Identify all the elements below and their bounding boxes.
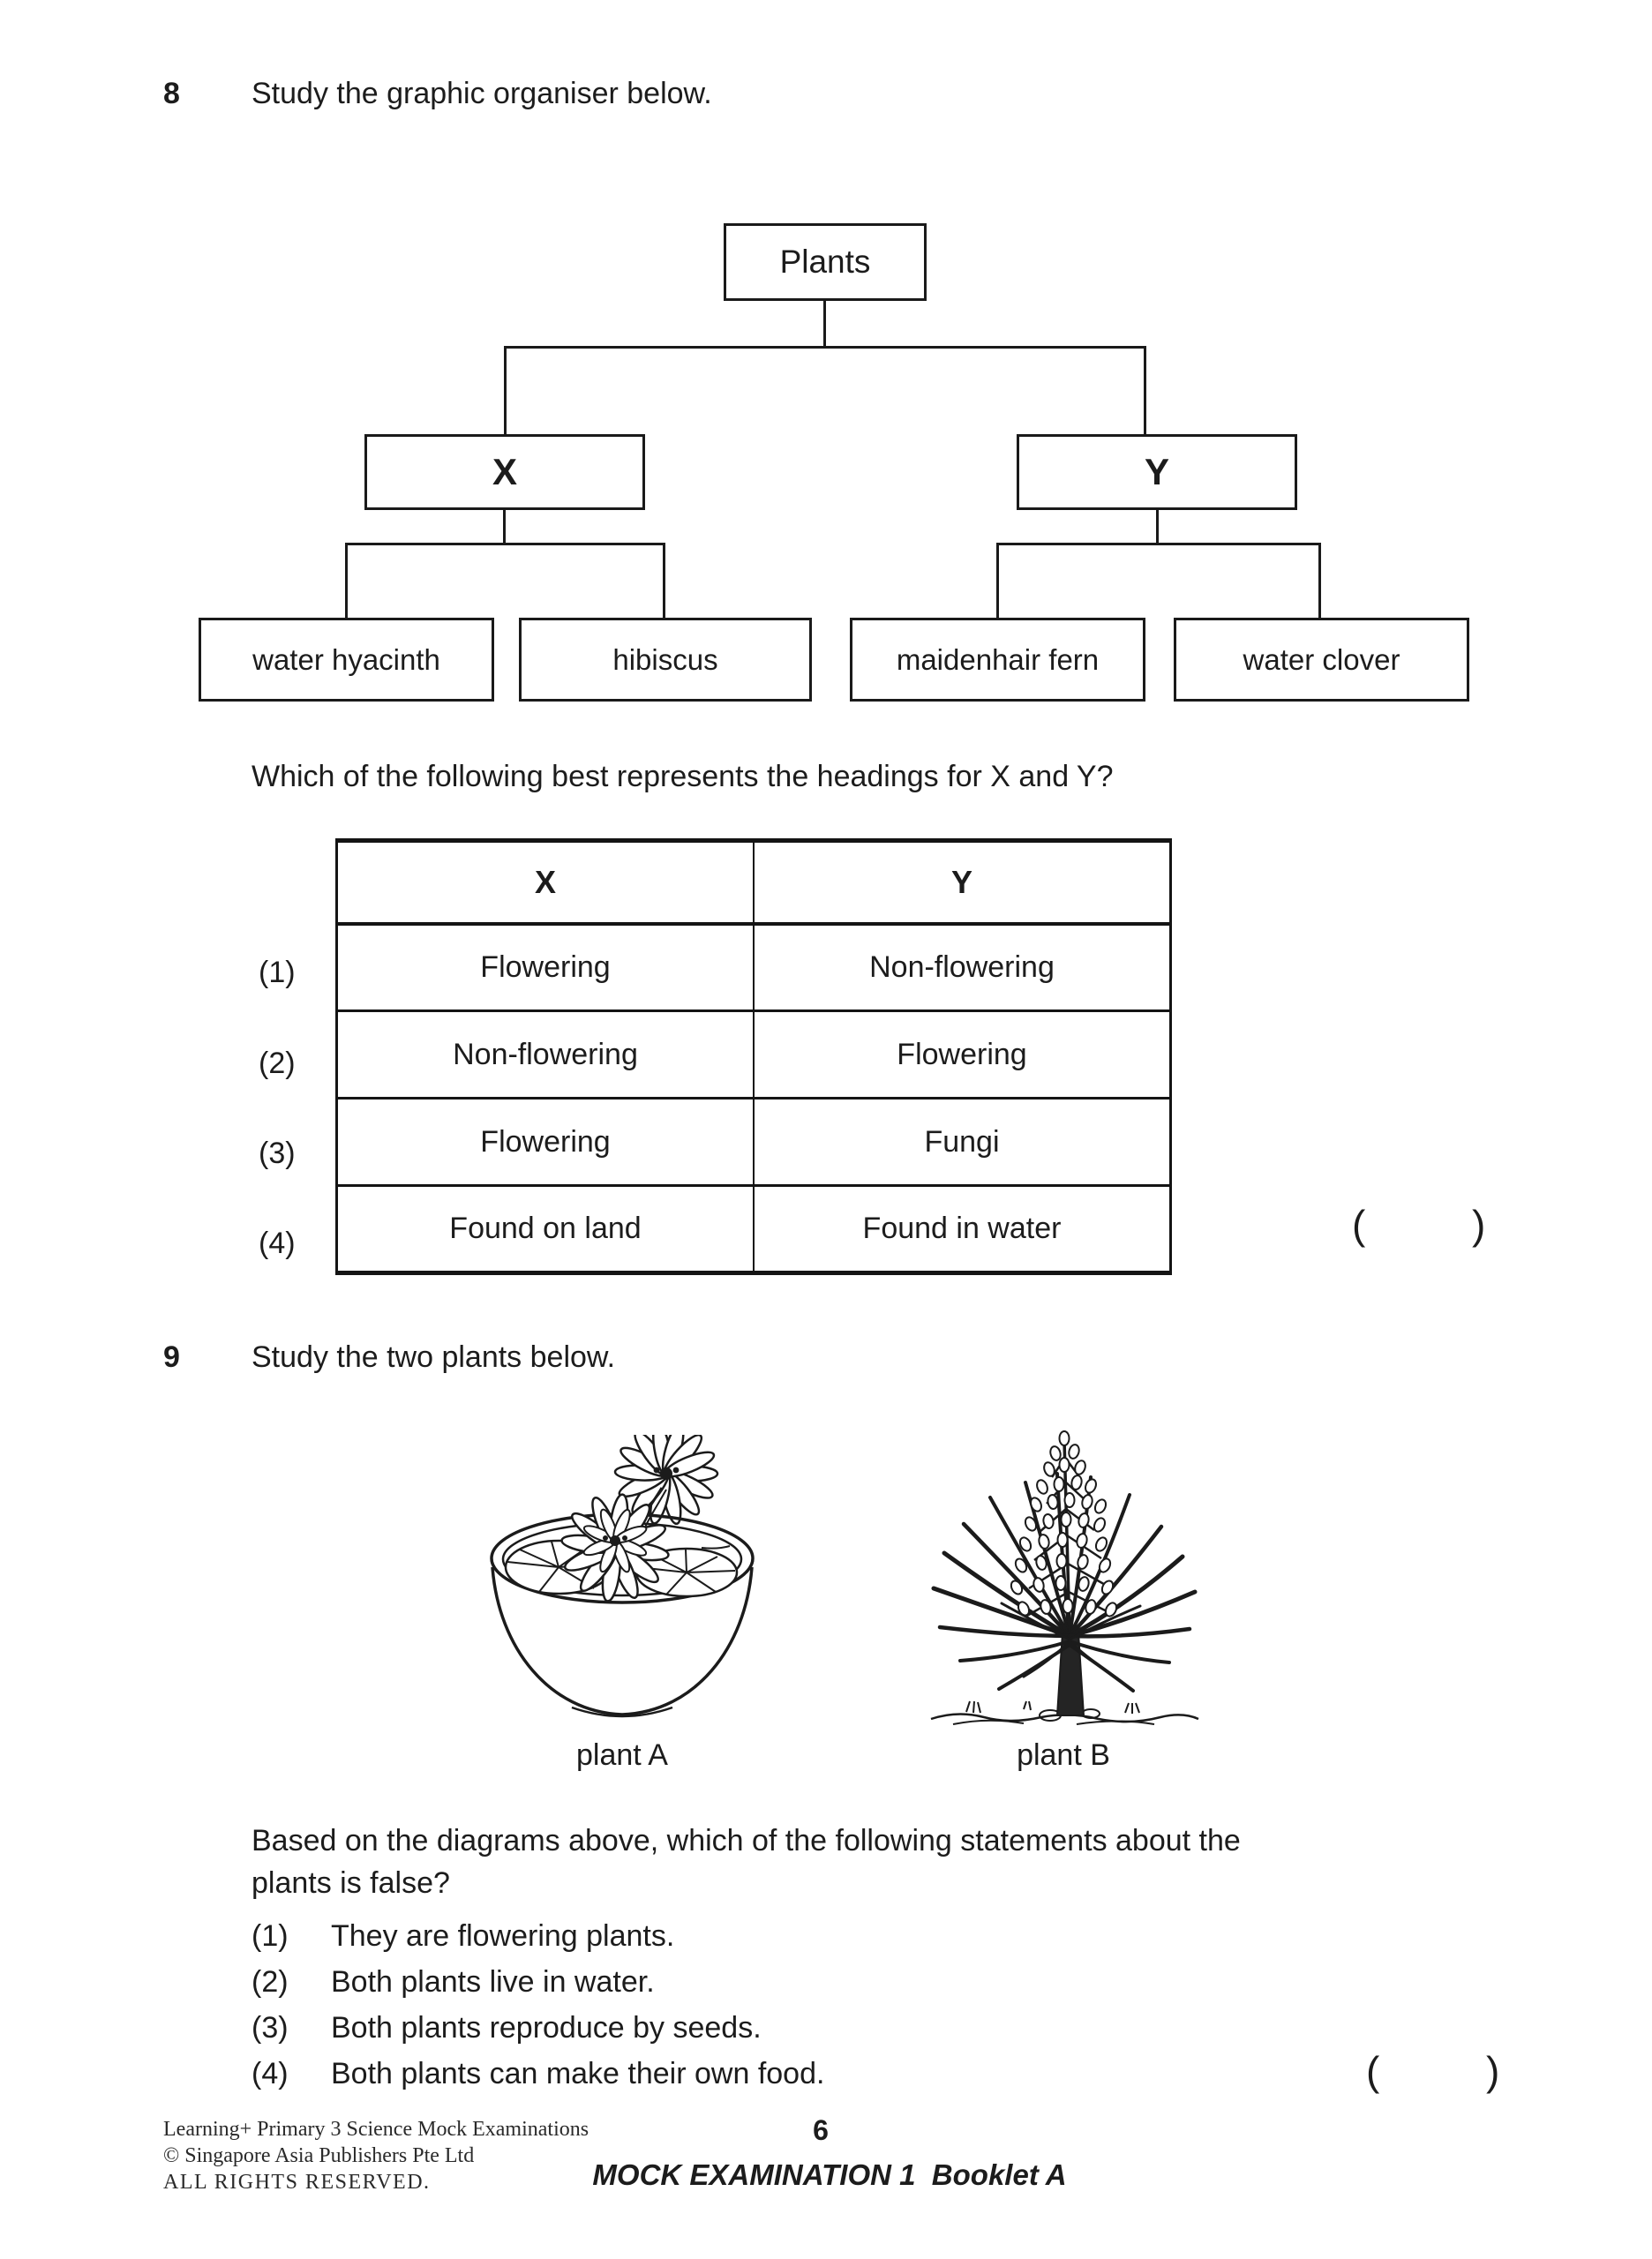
page-number: 6 (813, 2114, 829, 2146)
tree-y-box: Y (1017, 434, 1297, 510)
table-cell: Flowering (753, 1009, 1171, 1099)
table-header-y: Y (753, 840, 1171, 926)
tree-root-box: Plants (724, 223, 927, 301)
q8-answer-bracket-open: ( (1352, 1202, 1366, 1248)
table-cell: Fungi (753, 1097, 1171, 1186)
tree-connector-line (996, 543, 1321, 545)
table-row-label-1: (1) (259, 956, 296, 989)
q8-question: Which of the following best represents t… (252, 760, 1114, 793)
graphic-organiser: Plants X Y water hyacinth hibiscus maide (0, 0, 1652, 715)
plant-a-illustration (490, 1435, 755, 1718)
table-row-label-2: (2) (259, 1047, 296, 1080)
headings-table: X Y Flowering Non-flowering Non-flowerin… (335, 838, 1172, 1275)
plant-b-illustration (930, 1430, 1199, 1725)
q9-answer-bracket-close: ) (1486, 2048, 1500, 2094)
tree-x-box: X (364, 434, 645, 510)
q8-prompt: Study the graphic organiser below. (252, 77, 712, 110)
table-row-label-4: (4) (259, 1227, 296, 1260)
lily-pad-icon (635, 1547, 739, 1598)
tree-leaf-box-maidenhair-fern: maidenhair fern (850, 618, 1145, 702)
table-cell: Found on land (336, 1184, 754, 1273)
table-cell: Non-flowering (336, 1009, 754, 1099)
table-row-2: Non-flowering Flowering (336, 1009, 1171, 1099)
table-row-label-3: (3) (259, 1137, 296, 1170)
q9-option-1-number: (1) (252, 1919, 289, 1953)
flower-icon (613, 1435, 719, 1526)
footer-booklet: MOCK EXAMINATION 1 Booklet A (592, 2158, 1067, 2191)
tree-leaf-box-water-clover: water clover (1174, 618, 1469, 702)
table-cell: Non-flowering (753, 923, 1171, 1011)
q9-option-3-text: Both plants reproduce by seeds. (331, 2011, 762, 2045)
flower-icon (560, 1493, 670, 1602)
plant-b-label: plant B (1017, 1738, 1110, 1772)
q9-option-2-text: Both plants live in water. (331, 1965, 655, 1999)
tree-root-label: Plants (779, 244, 871, 280)
tree-connector-line (663, 543, 665, 618)
tree-connector-line (1144, 346, 1146, 434)
tree-leaf-label: water hyacinth (252, 642, 440, 676)
table-header-x: X (336, 840, 754, 926)
q9-answer-bracket-open: ( (1366, 2048, 1380, 2094)
tree-connector-line (1318, 543, 1321, 618)
q9-question: Based on the diagrams above, which of th… (252, 1824, 1241, 1900)
table-row-1: Flowering Non-flowering (337, 923, 1171, 1011)
tree-connector-line (996, 543, 999, 618)
tree-connector-line (504, 346, 1146, 349)
q9-option-2-number: (2) (252, 1965, 289, 1999)
table-row-4: Found on land Found in water (336, 1184, 1171, 1273)
q9-option-4-text: Both plants can make their own food. (331, 2057, 825, 2090)
q9-option-3-number: (3) (252, 2011, 289, 2045)
q9-option-4-number: (4) (252, 2057, 289, 2090)
footer-copyright: © Singapore Asia Publishers Pte Ltd (163, 2144, 475, 2167)
tree-connector-line (503, 510, 506, 543)
tree-leaf-label: water clover (1243, 642, 1400, 676)
table-row-3: Flowering Fungi (336, 1097, 1171, 1186)
tree-leaf-box-hibiscus: hibiscus (519, 618, 812, 702)
table-cell: Flowering (336, 1097, 754, 1186)
tree-leaf-box-water-hyacinth: water hyacinth (199, 618, 494, 702)
flower-spike-icon (1010, 1430, 1118, 1633)
footer-series-title: Learning+ Primary 3 Science Mock Examina… (163, 2118, 589, 2141)
q9-prompt: Study the two plants below. (252, 1340, 616, 1374)
tree-connector-line (1156, 510, 1159, 543)
table-cell: Flowering (480, 949, 611, 984)
tree-y-label: Y (1144, 451, 1169, 492)
q8-answer-bracket-close: ) (1472, 1202, 1486, 1248)
footer-rights: ALL RIGHTS RESERVED. (163, 2171, 431, 2194)
plant-a-label: plant A (576, 1738, 668, 1772)
tree-connector-line (823, 301, 826, 346)
tree-leaf-label: hibiscus (612, 642, 718, 676)
tree-x-label: X (492, 451, 517, 492)
q9-number: 9 (163, 1340, 180, 1374)
tree-leaf-label: maidenhair fern (896, 642, 1100, 676)
q9-option-1-text: They are flowering plants. (331, 1919, 675, 1953)
tree-connector-line (345, 543, 348, 618)
leaves-icon (931, 1472, 1198, 1692)
tree-connector-line (345, 543, 665, 545)
tree-connector-line (504, 346, 507, 434)
q8-number: 8 (163, 77, 180, 110)
table-cell: Found in water (753, 1184, 1171, 1273)
